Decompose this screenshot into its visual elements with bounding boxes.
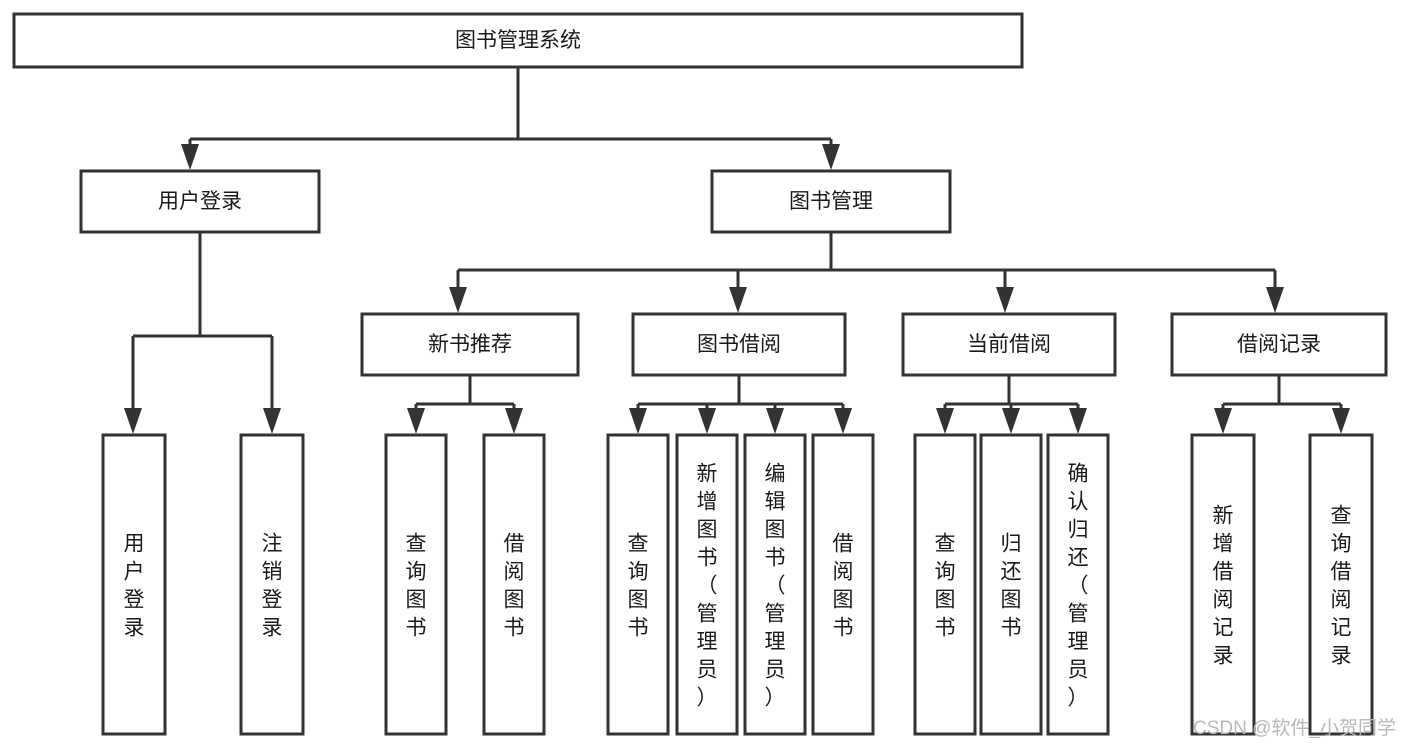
- node-leaf-borrow-book-1-label: 借阅图书: [504, 533, 525, 640]
- node-leaf-add-record-label: 新增借阅记录: [1213, 505, 1234, 668]
- node-borrow-record-label: 借阅记录: [1237, 333, 1321, 356]
- node-leaf-return-book-label: 归还图书: [1001, 533, 1022, 640]
- arrow-head-icon: [822, 144, 840, 170]
- node-borrow-record-rect[interactable]: [1170, 312, 1388, 377]
- node-leaf-query-book-2-rect[interactable]: [606, 433, 670, 736]
- node-leaf-add-book-label: 新增图书（管理员）: [697, 463, 718, 710]
- node-leaf-edit-book[interactable]: 编辑图书（管理员）: [743, 433, 807, 736]
- connector-layer: [124, 67, 1350, 434]
- csdn-watermark: CSDN @软件_小贺同学: [1193, 717, 1396, 739]
- arrow-head-icon: [1002, 408, 1020, 434]
- node-leaf-query-book-3-rect[interactable]: [913, 433, 977, 736]
- arrow-head-icon: [1069, 408, 1087, 434]
- node-leaf-edit-book-label: 编辑图书（管理员）: [765, 463, 786, 710]
- node-leaf-borrow-book-1-rect[interactable]: [482, 433, 546, 736]
- arrow-head-icon: [1332, 408, 1350, 434]
- node-root-root[interactable]: 图书管理系统: [12, 12, 1024, 69]
- node-root-root-label: 图书管理系统: [455, 29, 581, 52]
- node-leaf-logout-label: 注销登录: [262, 533, 283, 640]
- node-leaf-add-book[interactable]: 新增图书（管理员）: [675, 433, 739, 736]
- node-leaf-user-login-label: 用户登录: [124, 533, 145, 640]
- node-book-borrow[interactable]: 图书借阅: [631, 312, 847, 377]
- node-leaf-query-book-1-label: 查询图书: [406, 533, 427, 640]
- node-leaf-confirm-return-rect[interactable]: [1046, 433, 1110, 736]
- node-layer: 图书管理系统用户登录图书管理新书推荐图书借阅当前借阅借阅记录用户登录注销登录查询…: [12, 12, 1388, 736]
- node-leaf-borrow-book-1[interactable]: 借阅图书: [482, 433, 546, 736]
- node-book-borrow-label: 图书借阅: [697, 333, 781, 356]
- node-borrow-record[interactable]: 借阅记录: [1170, 312, 1388, 377]
- node-user-login-rect[interactable]: [79, 169, 321, 234]
- arrow-head-icon: [729, 287, 747, 313]
- arrow-head-icon: [996, 287, 1014, 313]
- node-leaf-confirm-return[interactable]: 确认归还（管理员）: [1046, 433, 1110, 736]
- node-root-root-rect[interactable]: [12, 12, 1024, 69]
- node-book-borrow-rect[interactable]: [631, 312, 847, 377]
- arrow-head-icon: [407, 408, 425, 434]
- arrow-head-icon: [1266, 287, 1284, 313]
- node-leaf-borrow-book-2-label: 借阅图书: [833, 533, 854, 640]
- node-leaf-return-book[interactable]: 归还图书: [979, 433, 1043, 736]
- node-leaf-borrow-book-2-rect[interactable]: [811, 433, 875, 736]
- node-leaf-confirm-return-label: 确认归还（管理员）: [1068, 463, 1089, 710]
- node-leaf-add-book-rect[interactable]: [675, 433, 739, 736]
- arrow-head-icon: [698, 408, 716, 434]
- arrow-head-icon: [505, 408, 523, 434]
- node-leaf-query-book-3[interactable]: 查询图书: [913, 433, 977, 736]
- node-leaf-query-book-2[interactable]: 查询图书: [606, 433, 670, 736]
- arrow-head-icon: [936, 408, 954, 434]
- node-current-borrow-rect[interactable]: [901, 312, 1117, 377]
- node-leaf-query-book-3-label: 查询图书: [935, 533, 956, 640]
- node-leaf-query-book-1-rect[interactable]: [384, 433, 448, 736]
- node-book-manage[interactable]: 图书管理: [710, 169, 952, 234]
- node-new-book-recommend-label: 新书推荐: [428, 333, 512, 356]
- node-new-book-recommend-rect[interactable]: [360, 312, 580, 377]
- node-leaf-query-book-1[interactable]: 查询图书: [384, 433, 448, 736]
- arrow-head-icon: [124, 408, 142, 434]
- arrow-head-icon: [263, 408, 281, 434]
- node-current-borrow-label: 当前借阅: [967, 333, 1051, 356]
- node-leaf-logout-rect[interactable]: [239, 433, 305, 736]
- arrow-head-icon: [834, 408, 852, 434]
- arrow-head-icon: [766, 408, 784, 434]
- node-book-manage-rect[interactable]: [710, 169, 952, 234]
- node-current-borrow[interactable]: 当前借阅: [901, 312, 1117, 377]
- node-leaf-add-record-rect[interactable]: [1190, 433, 1256, 736]
- node-leaf-edit-book-rect[interactable]: [743, 433, 807, 736]
- node-book-manage-label: 图书管理: [789, 190, 873, 213]
- node-leaf-user-login[interactable]: 用户登录: [101, 433, 167, 736]
- node-user-login[interactable]: 用户登录: [79, 169, 321, 234]
- arrow-head-icon: [449, 287, 467, 313]
- node-leaf-add-record[interactable]: 新增借阅记录: [1190, 433, 1256, 736]
- node-leaf-query-record[interactable]: 查询借阅记录: [1308, 433, 1374, 736]
- node-leaf-borrow-book-2[interactable]: 借阅图书: [811, 433, 875, 736]
- arrow-head-icon: [629, 408, 647, 434]
- node-leaf-logout[interactable]: 注销登录: [239, 433, 305, 736]
- node-leaf-return-book-rect[interactable]: [979, 433, 1043, 736]
- node-leaf-query-book-2-label: 查询图书: [628, 533, 649, 640]
- node-new-book-recommend[interactable]: 新书推荐: [360, 312, 580, 377]
- node-leaf-user-login-rect[interactable]: [101, 433, 167, 736]
- arrow-head-icon: [181, 144, 199, 170]
- arrow-head-icon: [1214, 408, 1232, 434]
- node-user-login-label: 用户登录: [158, 190, 242, 213]
- node-leaf-query-record-label: 查询借阅记录: [1331, 505, 1352, 668]
- node-leaf-query-record-rect[interactable]: [1308, 433, 1374, 736]
